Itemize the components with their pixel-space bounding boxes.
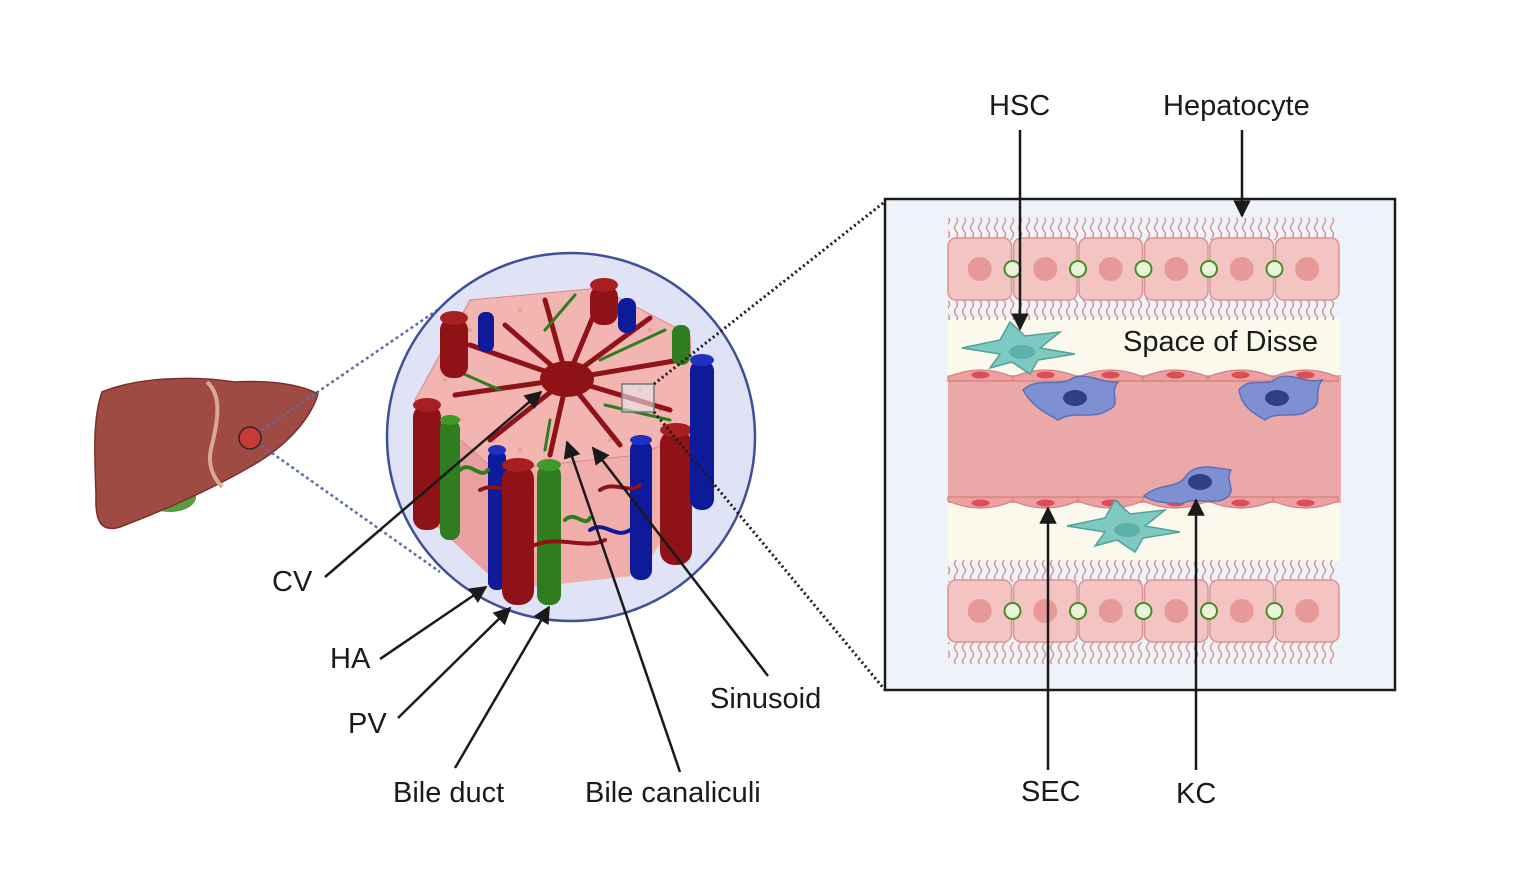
bile-canaliculus <box>1200 260 1218 278</box>
space-of-disse-label: Space of Disse <box>1123 326 1318 358</box>
falciform-ligament <box>205 380 224 489</box>
bile-canaliculus <box>1003 260 1022 278</box>
sinusoid-arrow <box>591 446 769 677</box>
portal-triad-columns <box>413 278 714 605</box>
bile-canaliculi-arrow <box>563 440 682 773</box>
hepatocyte-cell <box>1078 237 1144 301</box>
cv-label: CV <box>272 566 313 598</box>
hepatocyte-cell <box>1012 237 1078 301</box>
pv-label: PV <box>348 708 387 740</box>
bile-canaliculus <box>1265 602 1284 620</box>
central-vein <box>540 361 594 397</box>
hepatocyte-cell <box>947 579 1013 643</box>
kupffer-cell-3 <box>1142 466 1233 505</box>
hepatocyte-cell <box>1143 579 1209 643</box>
bile-canaliculus <box>1003 602 1022 620</box>
hepatocyte-row-top <box>947 218 1340 320</box>
zoom-line-top <box>261 296 456 432</box>
ha-arrow <box>379 585 488 661</box>
kupffer-cell-2 <box>1238 375 1324 421</box>
hepatocyte-row-bottom <box>947 560 1340 664</box>
zoom-line-inset-top <box>653 198 888 386</box>
sinusoid-inset <box>883 197 1397 692</box>
pointer-arrows <box>324 130 1251 773</box>
hepatocyte-cell <box>1209 579 1275 643</box>
hepatocyte-cell <box>947 237 1013 301</box>
bile-canaliculi-label: Bile canaliculi <box>585 777 761 809</box>
kc-label: KC <box>1176 778 1216 810</box>
hepatocyte-cell <box>1078 579 1144 643</box>
bile-duct-label: Bile duct <box>393 777 504 809</box>
bile-canaliculus <box>1200 602 1218 620</box>
sinusoid-zoom-square <box>621 383 655 413</box>
ha-label: HA <box>330 643 371 675</box>
liver-shape <box>94 377 319 530</box>
hepatocyte-cell <box>1012 579 1078 643</box>
hepatocyte-cell <box>1274 579 1340 643</box>
bile-canaliculus <box>1134 260 1153 278</box>
bile-duct-arrow <box>453 605 551 769</box>
hsc-label: HSC <box>989 90 1050 122</box>
lobule-magnified-view <box>385 198 888 691</box>
hepatic-stellate-cell-bottom <box>1066 498 1181 554</box>
zoom-line-bottom <box>261 444 441 574</box>
hepatocyte-cell <box>1143 237 1209 301</box>
sec-label: SEC <box>1021 776 1081 808</box>
bile-canaliculus <box>1069 260 1087 278</box>
endothelial-layer-bottom <box>947 496 1339 509</box>
cv-arrow <box>324 390 543 578</box>
bile-canaliculus <box>1134 602 1153 620</box>
side-face-vessels <box>458 465 642 547</box>
sinusoid-label: Sinusoid <box>710 683 821 715</box>
bile-canaliculus <box>1265 260 1284 278</box>
lobule-location-marker <box>238 426 262 450</box>
hepatic-stellate-cell-top <box>961 320 1076 376</box>
zoom-line-inset-bottom <box>652 411 887 691</box>
pv-arrow <box>397 606 512 719</box>
hepatocyte-cell <box>1274 237 1340 301</box>
hepatocyte-label: Hepatocyte <box>1163 90 1310 122</box>
liver-organ <box>94 296 456 574</box>
kupffer-cell-1 <box>1022 375 1120 421</box>
hepatocyte-cell <box>1209 237 1275 301</box>
bile-canaliculus <box>1069 602 1087 620</box>
